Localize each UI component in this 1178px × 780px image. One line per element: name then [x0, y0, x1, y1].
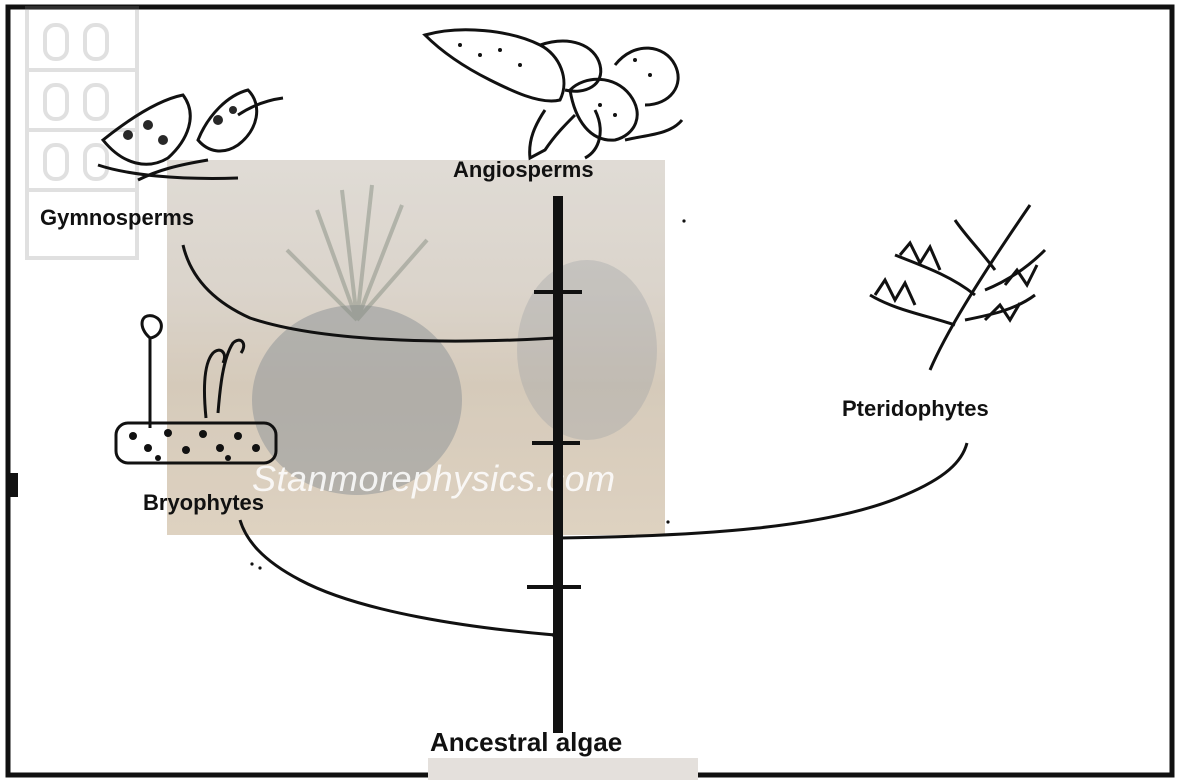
pteridophytes-label: Pteridophytes — [842, 396, 989, 422]
bryophytes-label: Bryophytes — [143, 490, 264, 516]
angiosperms-label: Angiosperms — [453, 157, 594, 183]
branch-bryophytes — [240, 520, 555, 635]
fern-icon — [855, 195, 1055, 375]
ancestral-algae-label: Ancestral algae — [430, 727, 622, 758]
conifer-icon — [88, 80, 288, 190]
gymnosperms-label: Gymnosperms — [40, 205, 194, 231]
branch-pteridophytes — [560, 443, 967, 538]
moss-icon — [108, 308, 288, 478]
flowering-plant-icon — [420, 20, 690, 180]
